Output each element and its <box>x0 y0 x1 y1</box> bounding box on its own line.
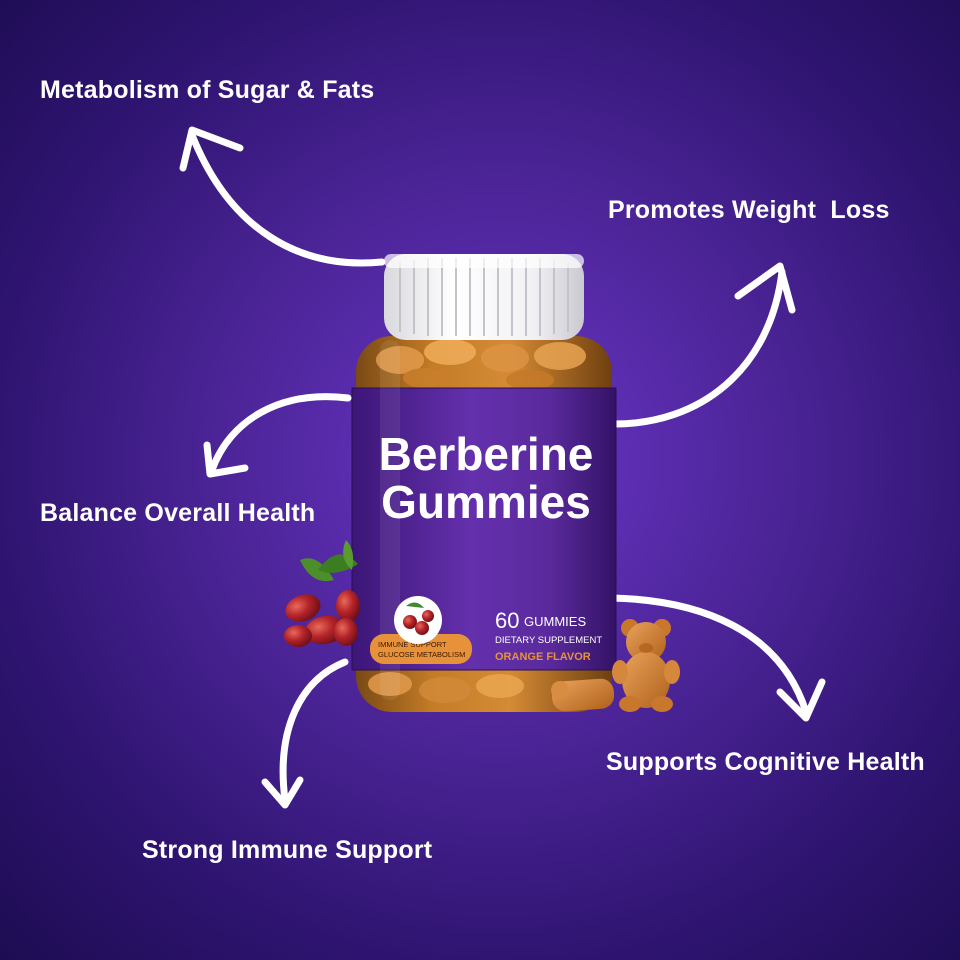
benefit-weight-loss: Promotes Weight Loss <box>608 196 890 224</box>
flavor-text: ORANGE FLAVOR <box>495 651 591 663</box>
arrow-icon <box>608 262 796 428</box>
benefit-overall-health: Balance Overall Health <box>40 499 316 527</box>
benefit-cognitive-health: Supports Cognitive Health <box>606 748 925 776</box>
gummy-count-unit: GUMMIES <box>524 614 586 629</box>
gummy-count: 60 <box>495 608 519 633</box>
arrow-icon <box>261 658 349 809</box>
arrow-icon <box>179 126 386 267</box>
badge-line2: GLUCOSE METABOLISM <box>378 650 465 659</box>
product-title-line1: Berberine <box>379 428 594 480</box>
gummy-bear-icon <box>551 619 680 712</box>
product-title-line2: Gummies <box>381 476 591 528</box>
berry-icon <box>284 540 360 647</box>
benefit-immune-support: Strong Immune Support <box>142 836 433 864</box>
bottle-cap-icon <box>384 254 584 340</box>
badge-line1: IMMUNE SUPPORT <box>378 640 447 649</box>
arrow-icon <box>608 594 826 722</box>
ingredient-badge: IMMUNE SUPPORT GLUCOSE METABOLISM <box>370 596 472 664</box>
supplement-type: DIETARY SUPPLEMENT <box>495 635 602 646</box>
arrow-icon <box>203 393 352 478</box>
benefit-metabolism: Metabolism of Sugar & Fats <box>40 76 375 104</box>
